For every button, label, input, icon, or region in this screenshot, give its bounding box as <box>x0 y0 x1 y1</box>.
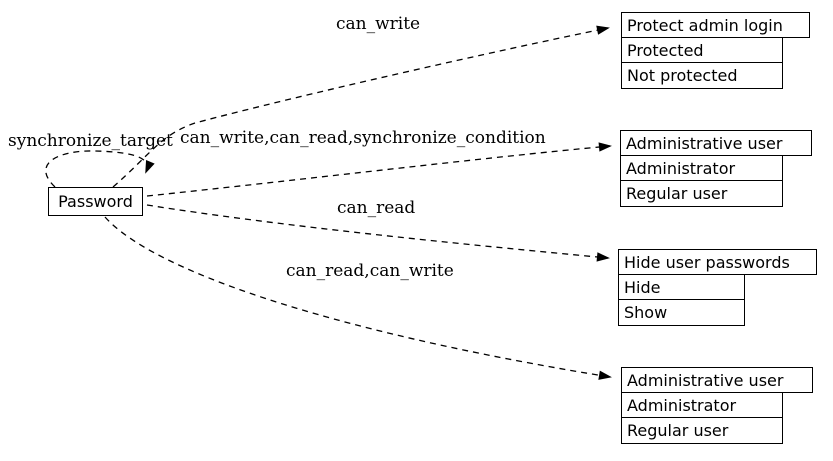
record-row: Regular user <box>621 417 783 444</box>
edge-can-read-can-write-path <box>104 216 612 380</box>
record-title: Protect admin login <box>621 12 810 38</box>
edge-label-synchronize-target: synchronize_target <box>8 131 173 151</box>
record-title: Administrative user <box>620 130 812 156</box>
record-rows: Hide Show <box>618 273 817 326</box>
record-rows: Protected Not protected <box>621 36 810 89</box>
edge-synchronize-target-path <box>45 150 155 188</box>
edge-label-can-read-can-write: can_read,can_write <box>286 261 454 281</box>
record-title: Administrative user <box>621 367 813 393</box>
node-password: Password <box>48 187 143 216</box>
record-rows: Administrator Regular user <box>620 154 812 207</box>
record-row: Not protected <box>621 62 783 89</box>
record-row: Regular user <box>620 180 783 207</box>
edge-synchronize-condition-path <box>146 142 612 197</box>
edge-label-can-write: can_write <box>336 14 421 34</box>
record-row: Administrator <box>621 391 783 419</box>
record-node-administrative-user-top: Administrative user Administrator Regula… <box>620 130 812 207</box>
record-title: Hide user passwords <box>618 249 817 275</box>
record-node-administrative-user-bottom: Administrative user Administrator Regula… <box>621 367 813 444</box>
record-row: Administrator <box>620 154 783 182</box>
record-row: Hide <box>618 273 745 301</box>
node-password-label: Password <box>58 192 133 211</box>
edge-label-can-read: can_read <box>337 198 416 218</box>
record-row: Protected <box>621 36 783 64</box>
record-node-hide-user-passwords: Hide user passwords Hide Show <box>618 249 817 326</box>
record-rows: Administrator Regular user <box>621 391 813 444</box>
record-node-protect-admin-login: Protect admin login Protected Not protec… <box>621 12 810 89</box>
record-row: Show <box>618 299 745 326</box>
edge-can-write-path <box>112 25 610 188</box>
edge-label-synchronize-condition: can_write,can_read,synchronize_condition <box>180 128 546 148</box>
